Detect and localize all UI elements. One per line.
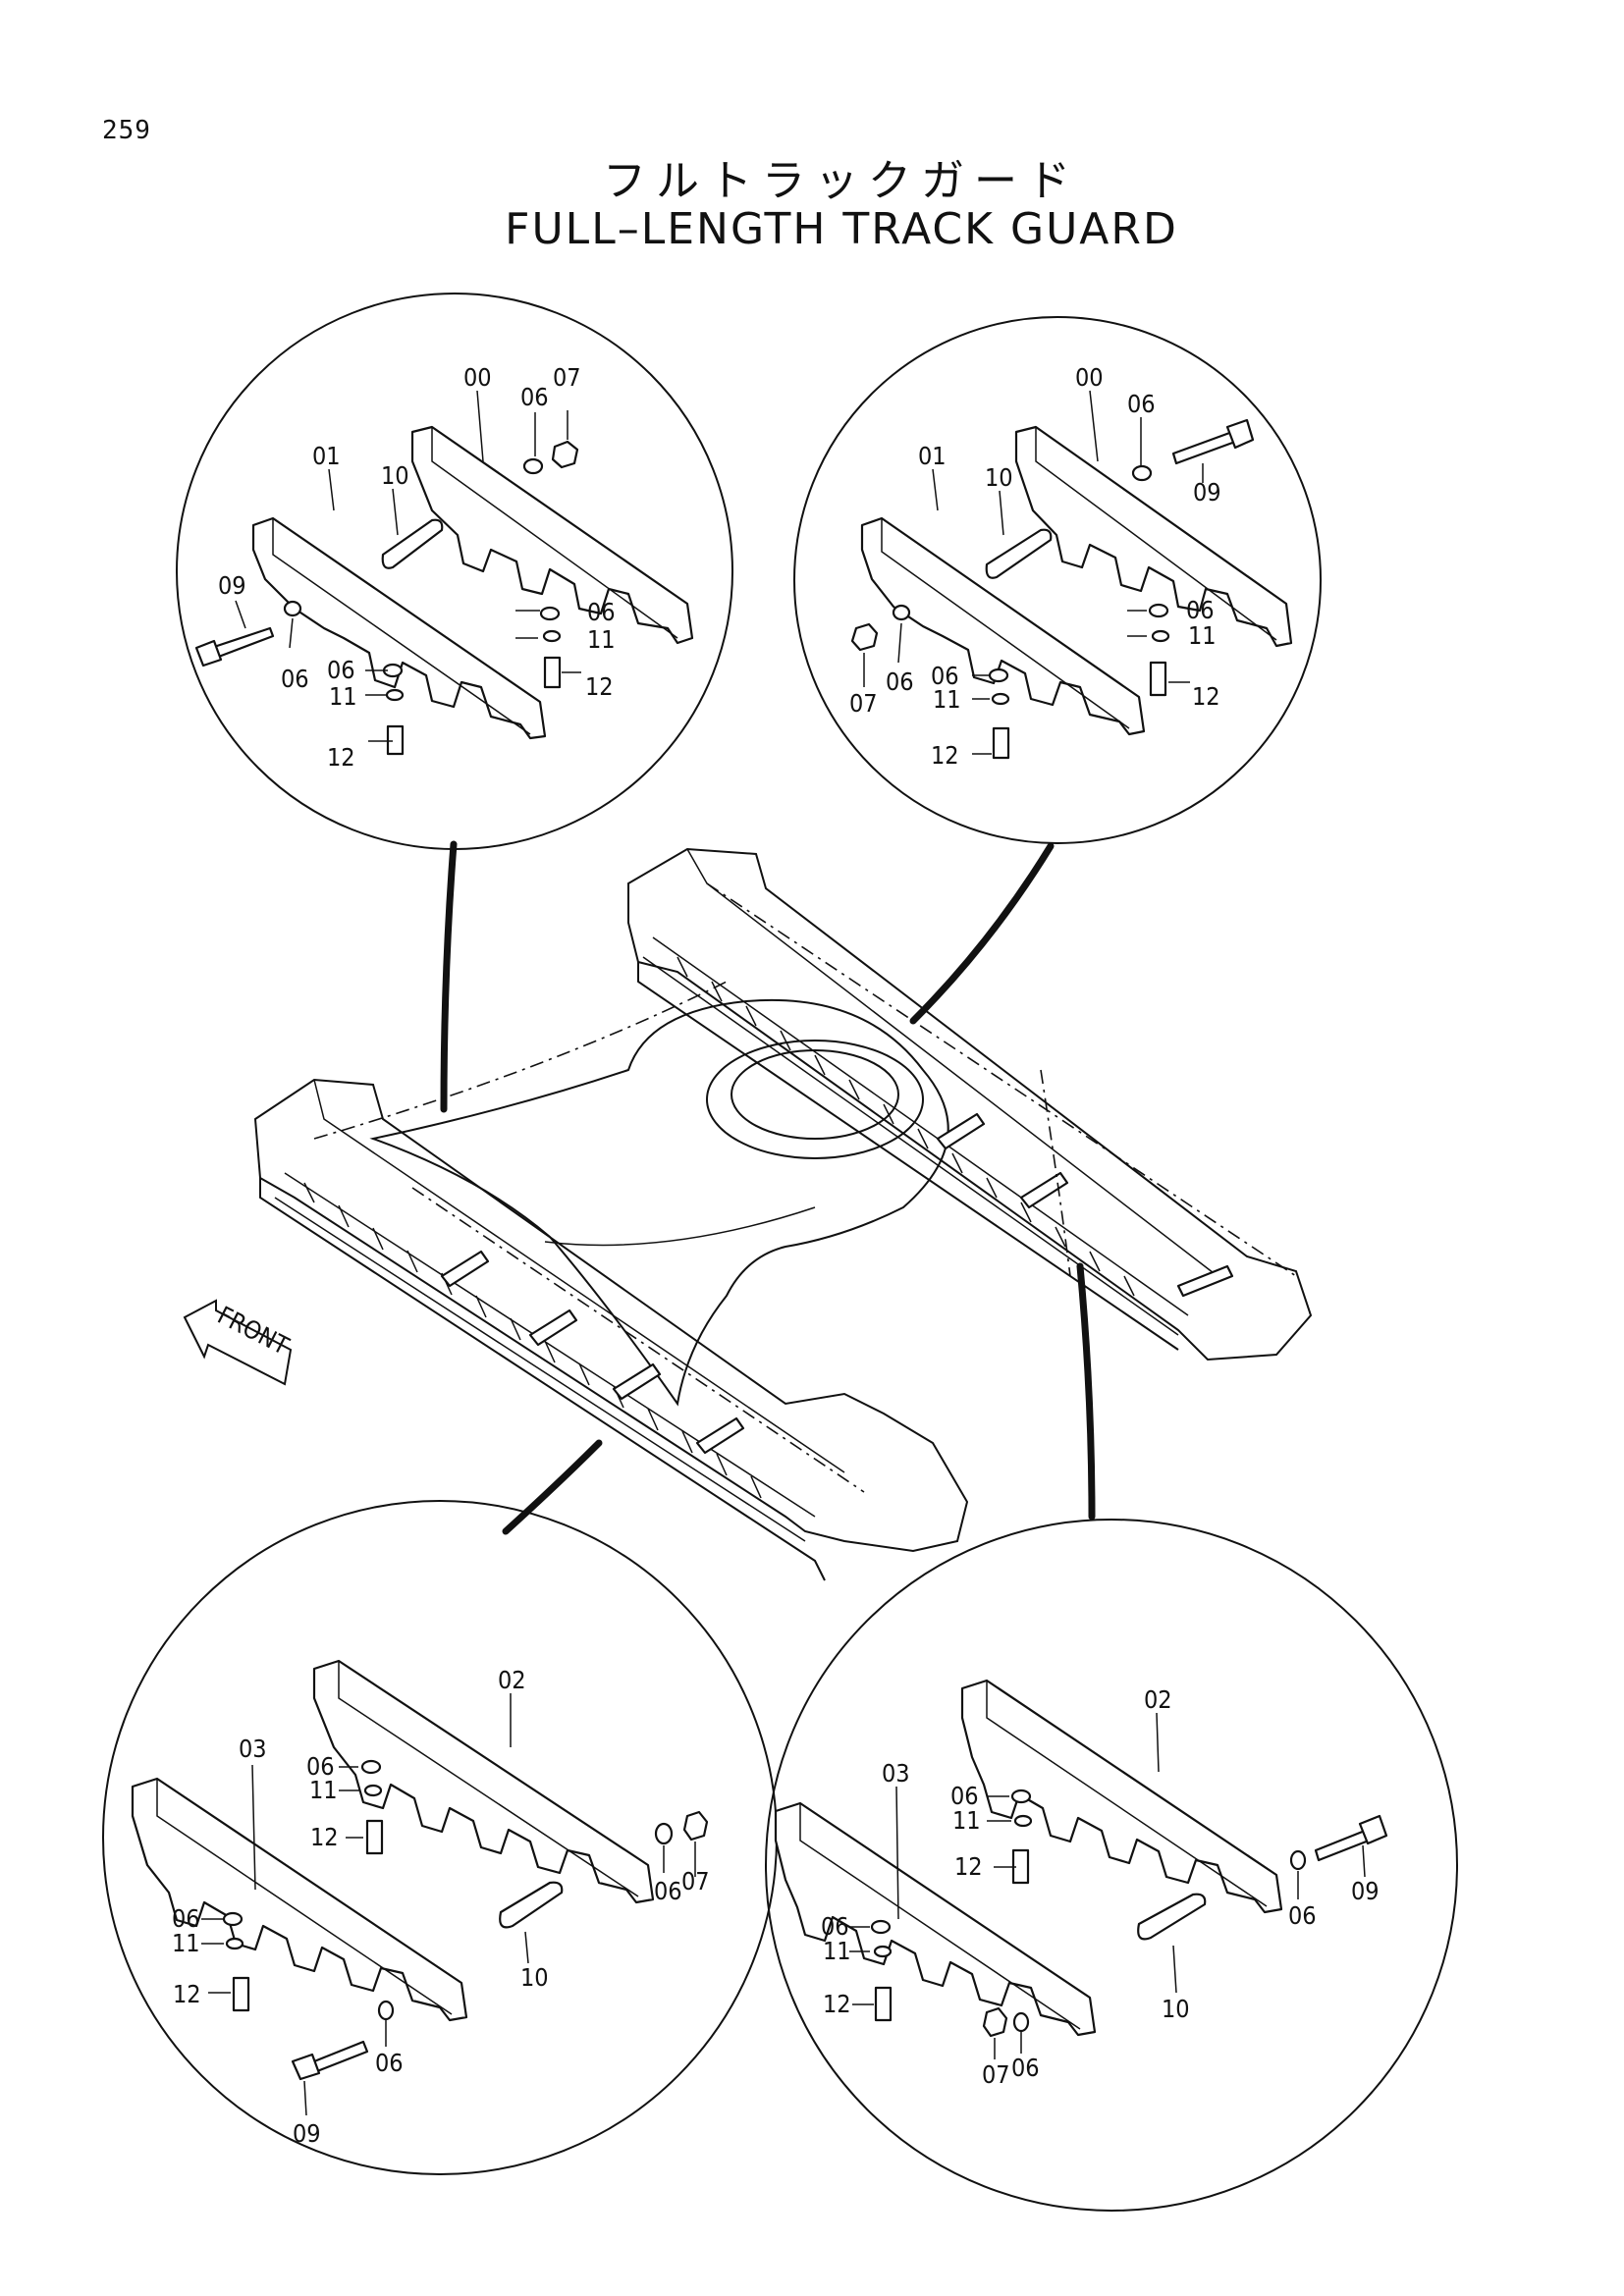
leader-top-right	[909, 842, 1055, 1025]
tr-label-10: 10	[985, 463, 1013, 492]
bl-label-12a: 12	[310, 1823, 339, 1851]
detail-bottom-right-parts: 02 03 06 11 12 09 06 06 11 10 12 07 06	[774, 1679, 1388, 2089]
tr-label-12b: 12	[931, 741, 959, 770]
tl-label-11a: 11	[587, 625, 616, 654]
front-label: FRONT	[213, 1301, 294, 1361]
detail-bottom-left-parts: 02 03 06 11 12 06 07 06 11 10 12 09 06	[131, 1659, 710, 2148]
bl-label-12b: 12	[173, 1980, 201, 2008]
bl-label-10: 10	[520, 1963, 549, 1992]
detail-top-right-parts: 00 06 01 10 09 06 11 12 07 06 06 11 12	[849, 363, 1293, 770]
title-japanese: フルトラックガード	[603, 156, 1080, 206]
tl-label-06d: 06	[327, 656, 355, 684]
tl-label-11b: 11	[329, 682, 357, 711]
br-label-03: 03	[882, 1759, 910, 1788]
bl-label-06d: 06	[375, 2049, 404, 2077]
br-label-06c: 06	[1011, 2054, 1040, 2082]
detail-circle-bottom-right	[765, 1519, 1458, 2212]
br-label-10: 10	[1162, 1995, 1190, 2023]
tr-label-11b: 11	[933, 685, 961, 714]
leader-top-left	[440, 840, 458, 1113]
tl-label-06a: 06	[520, 383, 549, 411]
leader-bottom-left	[502, 1439, 603, 1535]
bl-label-11a: 11	[309, 1776, 338, 1804]
front-arrow: FRONT	[183, 1299, 294, 1386]
tl-label-12a: 12	[585, 672, 614, 701]
br-label-11b: 11	[823, 1937, 851, 1965]
tl-label-06b: 06	[281, 665, 309, 693]
page-number: 259	[102, 116, 151, 145]
bl-label-09: 09	[293, 2119, 321, 2148]
br-label-06b: 06	[1288, 1901, 1317, 1930]
tr-label-06b: 06	[1186, 596, 1215, 624]
tr-label-09: 09	[1193, 478, 1221, 507]
tl-label-00: 00	[463, 363, 492, 392]
tr-label-01: 01	[918, 442, 947, 470]
br-label-02: 02	[1144, 1685, 1172, 1714]
br-label-07: 07	[982, 2060, 1010, 2089]
bl-label-06c: 06	[172, 1904, 200, 1933]
bl-label-03: 03	[239, 1735, 267, 1763]
tr-label-06d: 06	[931, 662, 959, 690]
br-label-09: 09	[1351, 1877, 1380, 1905]
tr-label-12a: 12	[1192, 682, 1220, 711]
undercarriage-frame	[253, 847, 1313, 1581]
tr-label-07: 07	[849, 689, 878, 718]
detail-circle-top-left	[176, 293, 733, 850]
tl-label-12b: 12	[327, 743, 355, 772]
leader-bottom-right	[1076, 1262, 1096, 1521]
tr-label-00: 00	[1075, 363, 1104, 392]
br-label-12a: 12	[954, 1852, 983, 1881]
tl-label-07: 07	[553, 363, 581, 392]
bl-label-02: 02	[498, 1666, 526, 1694]
tr-label-06c: 06	[886, 667, 914, 696]
bl-label-11b: 11	[172, 1929, 200, 1957]
bl-label-06b: 06	[654, 1877, 682, 1905]
tr-label-06a: 06	[1127, 390, 1156, 418]
br-label-06c: 06	[821, 1912, 849, 1941]
br-label-12b: 12	[823, 1990, 851, 2018]
title-english: FULL–LENGTH TRACK GUARD	[505, 204, 1178, 254]
bl-label-06a: 06	[306, 1752, 335, 1781]
tl-label-01: 01	[312, 442, 341, 470]
br-label-06a: 06	[950, 1782, 979, 1810]
bl-label-07: 07	[681, 1867, 710, 1896]
tl-label-06c: 06	[587, 598, 616, 626]
detail-circle-top-right	[793, 316, 1322, 844]
detail-top-left-parts: 00 06 07 01 10 09 06 06 11 12 06 11 12	[194, 363, 694, 772]
br-label-11a: 11	[952, 1806, 981, 1835]
tl-label-10: 10	[381, 461, 409, 490]
tl-label-09: 09	[218, 571, 246, 600]
tr-label-11a: 11	[1188, 621, 1217, 650]
